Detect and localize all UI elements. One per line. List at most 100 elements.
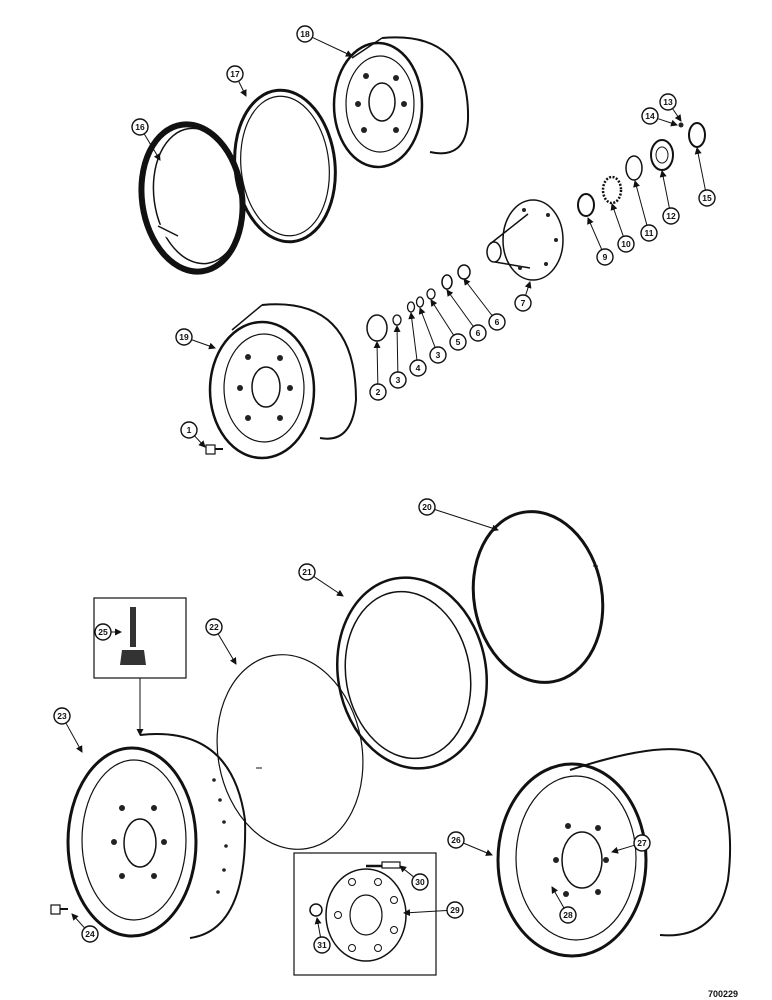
callout-21: 21 [298,563,344,597]
callout-15: 15 [694,147,716,207]
callout-label: 10 [621,239,631,249]
callout-23: 23 [53,707,83,753]
small-hub-parts [366,264,471,342]
callout-28: 28 [551,886,577,924]
callout-circle [53,707,71,725]
callout-24: 24 [71,913,99,943]
callout-17: 17 [226,65,247,97]
callout-circle [94,623,112,641]
callout-14: 14 [641,107,678,127]
callout-circle [633,834,651,852]
callout-label: 2 [376,387,381,397]
callout-circle [514,294,532,312]
callout-label: 13 [663,97,673,107]
callout-circle [369,383,387,401]
callout-circle [175,328,193,346]
callout-27: 27 [611,834,651,854]
ring-20 [471,510,605,684]
callout-circle [205,618,223,636]
callout-leader [657,118,678,127]
callout-circle [446,901,464,919]
callout-circle [640,224,658,242]
callout-label: 29 [450,905,460,915]
callout-leader [314,917,322,937]
callout-label: 6 [495,317,500,327]
lock-ring-16 [138,121,246,275]
callout-20: 20 [418,498,499,532]
callout-label: 22 [209,622,219,632]
callout-leader [408,312,418,360]
bearing-parts [577,122,706,217]
callout-leader [373,341,381,384]
callout-leader [610,203,624,237]
callout-circle [131,118,149,136]
callout-label: 15 [702,193,712,203]
callout-leader [430,299,454,336]
callout-leader [551,886,565,908]
callout-label: 24 [85,929,95,939]
callout-leader [463,278,493,316]
callout-leader [446,289,474,327]
callout-circle [641,107,659,125]
callout-leader [434,509,499,532]
callout-leader [217,634,237,665]
hub-7 [486,199,564,281]
callout-3: 3 [418,307,447,364]
wheel-rim-23 [66,733,247,939]
callout-circle [226,65,244,83]
flange-ring-21 [335,576,489,770]
callout-circle [698,189,716,207]
callout-leader [524,281,532,296]
callout-circle [596,248,614,266]
callout-circle [411,873,429,891]
callout-29: 29 [403,901,464,919]
callout-leader [659,170,670,208]
callout-leader [463,842,493,856]
callout-circle [298,563,316,581]
callout-22: 22 [205,618,237,665]
callout-leader [403,909,447,917]
callout-label: 11 [645,228,654,238]
callout-label: 23 [57,711,67,721]
callout-label: 12 [666,211,676,221]
callout-2: 2 [369,341,387,401]
callout-leader [633,180,648,225]
callout-leader [418,307,436,348]
callout-circle [469,324,487,342]
callout-leader [587,217,603,250]
callout-label: 21 [302,567,312,577]
thin-ring-22 [216,654,364,850]
callout-leader [313,576,344,597]
callout-label: 28 [563,910,573,920]
callout-leader [312,37,353,57]
callout-circle [447,831,465,849]
callout-label: 27 [637,838,647,848]
callout-label: 18 [300,29,310,39]
callout-19: 19 [175,328,216,350]
bolt-24 [50,904,68,915]
figure-number: 700229 [708,989,738,999]
callout-label: 5 [456,337,461,347]
callout-circle [296,25,314,43]
callout-leader [611,844,635,854]
callout-label: 26 [451,835,461,845]
callout-circle [180,421,198,439]
callout-label: 3 [436,350,441,360]
callout-leader [694,147,706,190]
callout-label: 7 [521,298,526,308]
callout-leader [143,134,161,161]
callout-label: 14 [645,111,655,121]
callout-circle [409,359,427,377]
callout-label: 1 [187,425,192,435]
callout-leader [65,723,83,753]
callout-circle [659,93,677,111]
side-ring-17 [233,88,337,244]
callout-circle [313,936,331,954]
callout-26: 26 [447,831,493,856]
callout-leader [191,339,216,350]
callout-9: 9 [587,217,614,266]
callout-12: 12 [659,170,680,225]
callout-leader [238,81,247,97]
callout-leader [672,108,682,122]
callout-10: 10 [610,203,635,253]
